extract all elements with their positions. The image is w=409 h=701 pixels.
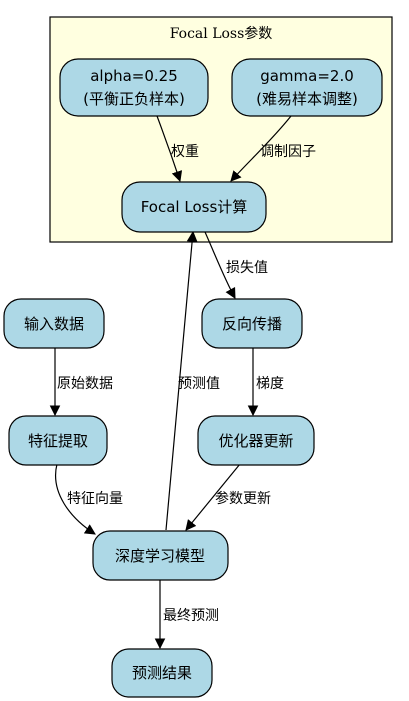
edge-alpha-to-loss [156, 115, 183, 183]
node-optimizer-label: 优化器更新 [218, 432, 293, 450]
edge-label-raw-data: 原始数据 [57, 376, 113, 392]
node-model: 深度学习模型 [92, 530, 229, 581]
edge-loss-to-backprop [204, 231, 236, 299]
node-feature-box [8, 415, 108, 466]
edge-gamma-to-loss [230, 115, 292, 182]
node-model-label: 深度学习模型 [115, 547, 205, 565]
node-focal-loss: Focal Loss计算 [121, 181, 267, 233]
node-alpha: alpha=0.25 (平衡正负样本) [59, 58, 209, 117]
edges [49, 115, 292, 650]
node-feature: 特征提取 [8, 415, 108, 466]
node-gamma-sublabel: (难易样本调整) [256, 90, 358, 108]
node-backprop: 反向传播 [201, 298, 303, 349]
edge-optimizer-to-model [185, 463, 241, 531]
node-gamma: gamma=2.0 (难易样本调整) [231, 58, 383, 117]
node-backprop-box [201, 298, 303, 349]
edge-label-final-prediction: 最终预测 [163, 608, 219, 624]
node-gamma-label: gamma=2.0 [260, 67, 354, 85]
edge-label-loss-value: 损失值 [226, 260, 268, 276]
node-result-label: 预测结果 [132, 664, 192, 682]
node-feature-label: 特征提取 [28, 432, 88, 450]
edge-feature-to-model [55, 463, 96, 535]
node-input-label: 输入数据 [24, 315, 84, 333]
node-backprop-label: 反向传播 [222, 315, 282, 333]
node-alpha-box [59, 58, 209, 117]
node-gamma-box [231, 58, 383, 117]
node-alpha-sublabel: (平衡正负样本) [83, 90, 185, 108]
node-input-box [3, 298, 105, 349]
node-model-box [92, 530, 229, 581]
edge-label-prediction: 预测值 [178, 376, 220, 392]
node-result-box [111, 648, 213, 698]
edge-labels: 权重 调制因子 损失值 预测值 原始数据 梯度 特征向量 参数更新 最终预测 [57, 144, 316, 624]
node-alpha-label: alpha=0.25 [90, 67, 178, 85]
edge-label-weight: 权重 [171, 144, 199, 160]
node-input: 输入数据 [3, 298, 105, 349]
node-focal-loss-box [121, 181, 267, 233]
cluster-title: Focal Loss参数 [170, 25, 273, 42]
node-optimizer: 优化器更新 [197, 415, 315, 466]
edge-label-param-update: 参数更新 [215, 490, 271, 507]
edge-label-modulating-factor: 调制因子 [260, 144, 316, 160]
node-focal-loss-label: Focal Loss计算 [141, 198, 248, 216]
edge-label-gradient: 梯度 [256, 376, 284, 392]
node-result: 预测结果 [111, 648, 213, 698]
node-optimizer-box [197, 415, 315, 466]
edge-label-feature-vector: 特征向量 [67, 491, 123, 507]
